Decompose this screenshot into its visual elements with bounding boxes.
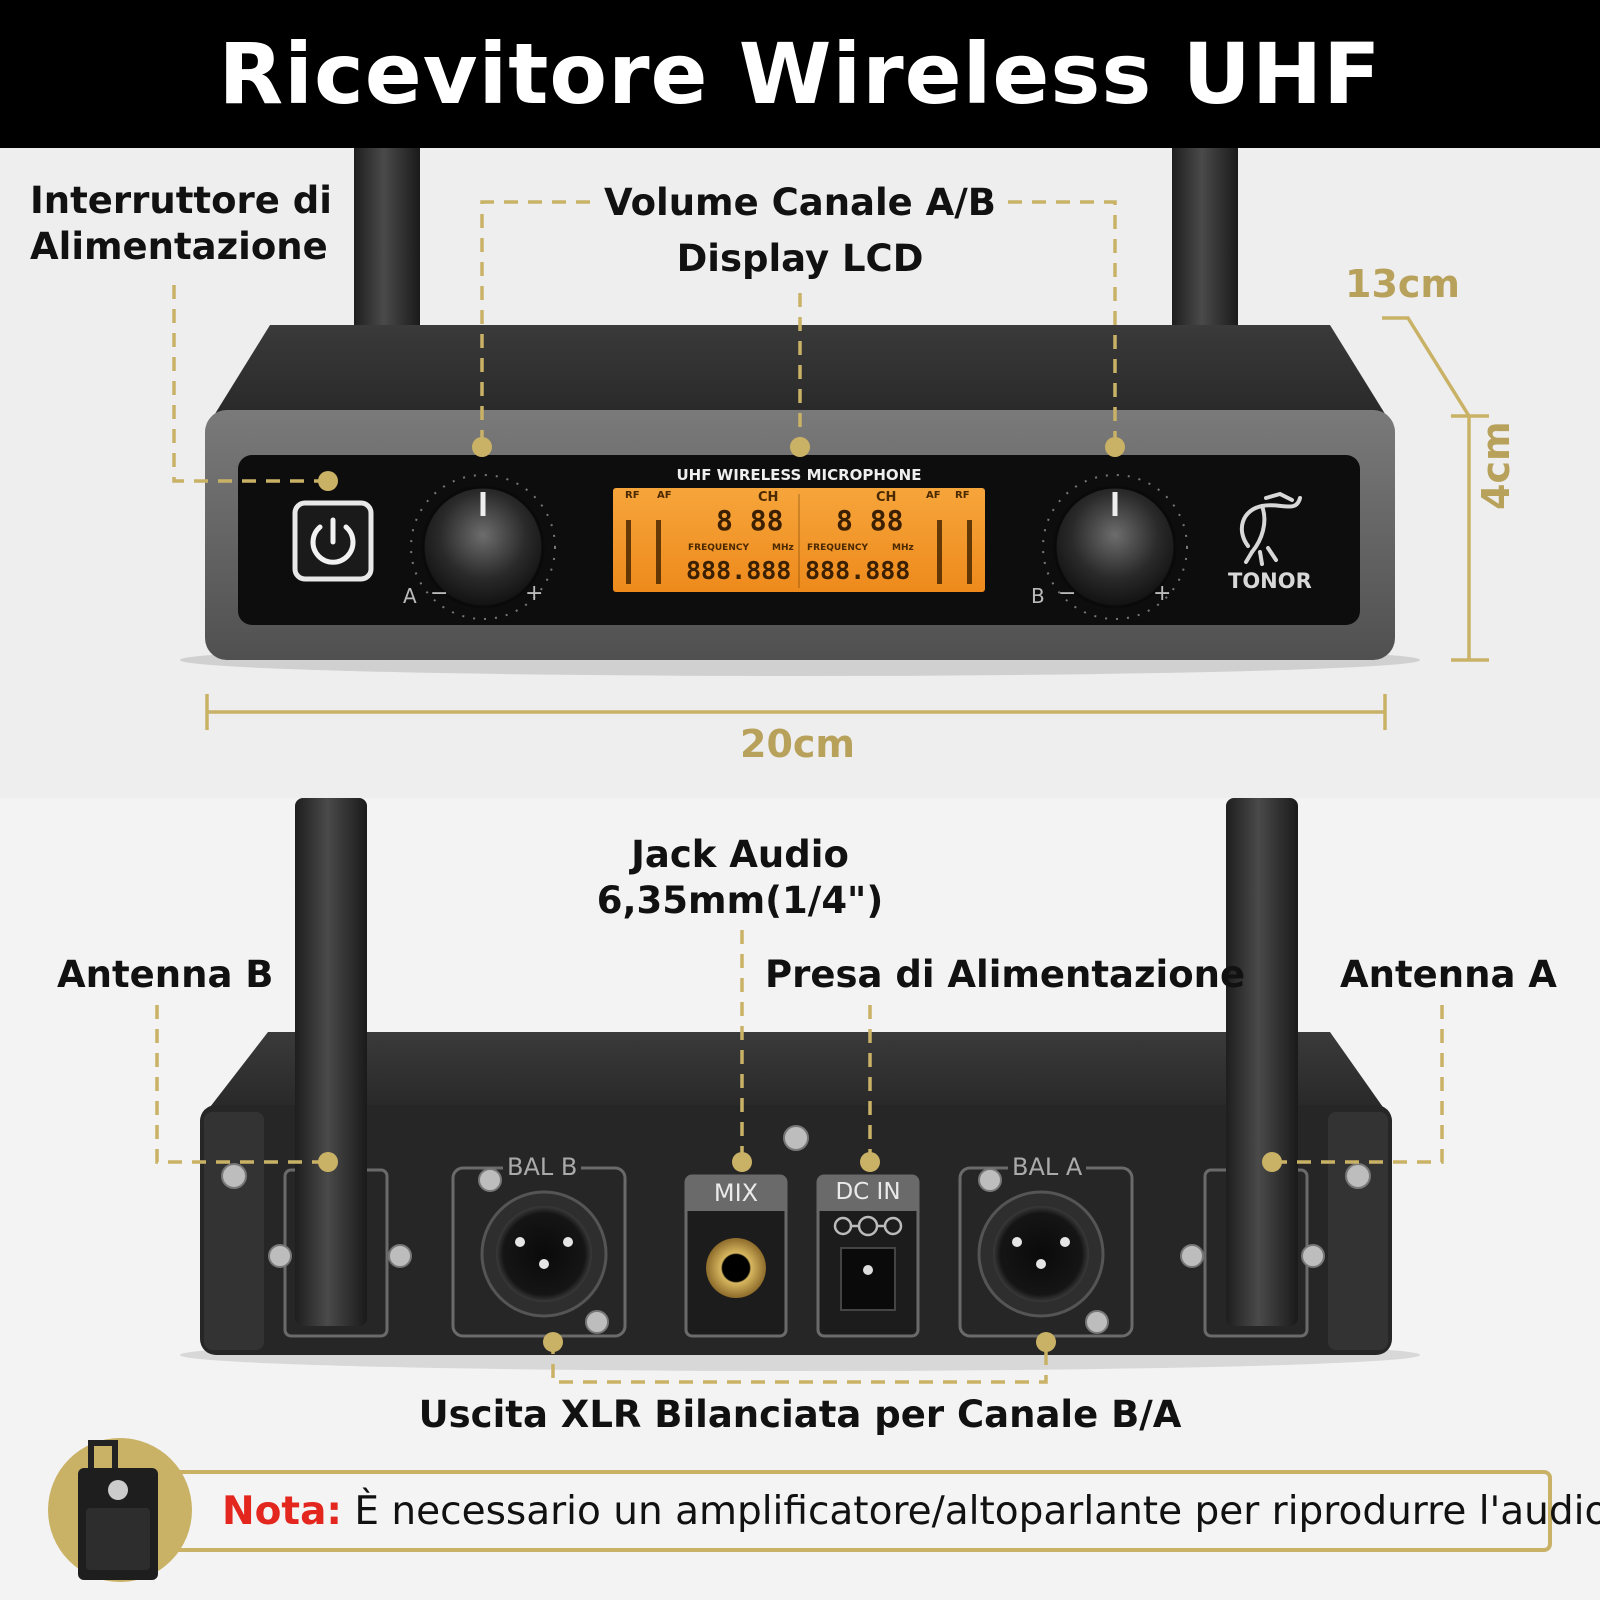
bal-b-label: BAL B: [503, 1152, 582, 1182]
knob-b-plus: +: [1153, 581, 1172, 606]
xlr-output-a[interactable]: [958, 1166, 1134, 1338]
note-text: Nota: È necessario un amplificatore/alto…: [222, 1489, 1600, 1534]
back-callout-dots: [318, 1152, 1282, 1352]
lcd-frequency-left: 888.888: [686, 556, 792, 585]
front-antenna-left: [354, 148, 420, 338]
front-antenna-right: [1172, 148, 1238, 338]
lcd-channel-right: 8 88: [836, 504, 904, 537]
jack-audio-label: Jack Audio 6,35mm(1/4"): [596, 833, 884, 923]
back-callout-lines: [155, 930, 1444, 1384]
lcd-rf-left: RF: [625, 490, 640, 501]
lcd-ch-left: CH: [758, 490, 779, 505]
mix-jack[interactable]: [684, 1174, 788, 1338]
front-receiver: [180, 148, 1420, 676]
brand-name: TONOR: [1228, 569, 1312, 593]
power-icon: [310, 517, 356, 565]
volume-knob-a[interactable]: [410, 474, 556, 620]
depth-dimension: 13cm: [1345, 262, 1461, 306]
lcd-title: UHF WIRELESS MICROPHONE: [676, 466, 922, 484]
power-socket-label: Presa di Alimentazione: [765, 953, 1246, 996]
note-prefix: Nota:: [222, 1488, 342, 1534]
lcd-rf-right: RF: [955, 490, 970, 501]
antenna-a: [1226, 798, 1298, 1326]
knob-a-plus: +: [525, 581, 544, 606]
lcd-label: Display LCD: [676, 237, 924, 280]
lcd-mhz-left: MHz: [772, 543, 794, 553]
knob-b-label: B: [1031, 584, 1045, 608]
front-callout-dots: [318, 437, 1125, 491]
volume-label: Volume Canale A/B: [603, 181, 997, 224]
speaker-icon: [78, 1440, 158, 1580]
lcd-af-right: AF: [926, 490, 941, 501]
speaker-thumbnail: [48, 1438, 192, 1582]
note-banner: Nota: È necessario un amplificatore/alto…: [170, 1470, 1600, 1552]
lcd-frequency-label-left: FREQUENCY: [688, 543, 749, 553]
lcd-af-left: AF: [657, 490, 672, 501]
back-receiver: [180, 798, 1420, 1371]
knob-b-minus: −: [1058, 581, 1077, 606]
header-bar: Ricevitore Wireless UHF: [0, 0, 1600, 148]
antenna-b: [295, 798, 367, 1326]
volume-knob-b[interactable]: [1042, 474, 1188, 620]
dc-in-socket[interactable]: [816, 1174, 920, 1338]
front-callout-lines: [172, 200, 1117, 483]
tonor-logo-icon: [1239, 491, 1302, 566]
mix-label: MIX: [713, 1179, 759, 1207]
height-dimension: 4cm: [1474, 421, 1518, 510]
page-title: Ricevitore Wireless UHF: [218, 25, 1382, 123]
note-body: È necessario un amplificatore/altoparlan…: [342, 1488, 1600, 1534]
lcd-mhz-right: MHz: [892, 543, 914, 553]
screws: [221, 1125, 1371, 1334]
power-switch-label: Interruttore di Alimentazione: [30, 179, 332, 269]
lcd-level-bars: [626, 520, 972, 584]
knob-a-minus: −: [430, 581, 449, 606]
xlr-output-b[interactable]: [451, 1166, 627, 1338]
bal-a-label: BAL A: [1008, 1152, 1087, 1182]
antenna-b-label: Antenna B: [57, 953, 274, 996]
antenna-a-label: Antenna A: [1340, 953, 1557, 996]
knob-a-label: A: [403, 584, 417, 608]
lcd-frequency-right: 888.888: [805, 556, 911, 585]
lcd-channel-left: 8 88: [716, 504, 784, 537]
lcd-frequency-label-right: FREQUENCY: [807, 543, 868, 553]
lcd-ch-right: CH: [876, 490, 897, 505]
xlr-output-label: Uscita XLR Bilanciata per Canale B/A: [418, 1393, 1182, 1436]
dc-polarity-icon: [833, 1215, 903, 1237]
dimension-lines: [205, 316, 1489, 730]
dc-in-label: DC IN: [835, 1179, 901, 1205]
width-dimension: 20cm: [740, 722, 856, 766]
